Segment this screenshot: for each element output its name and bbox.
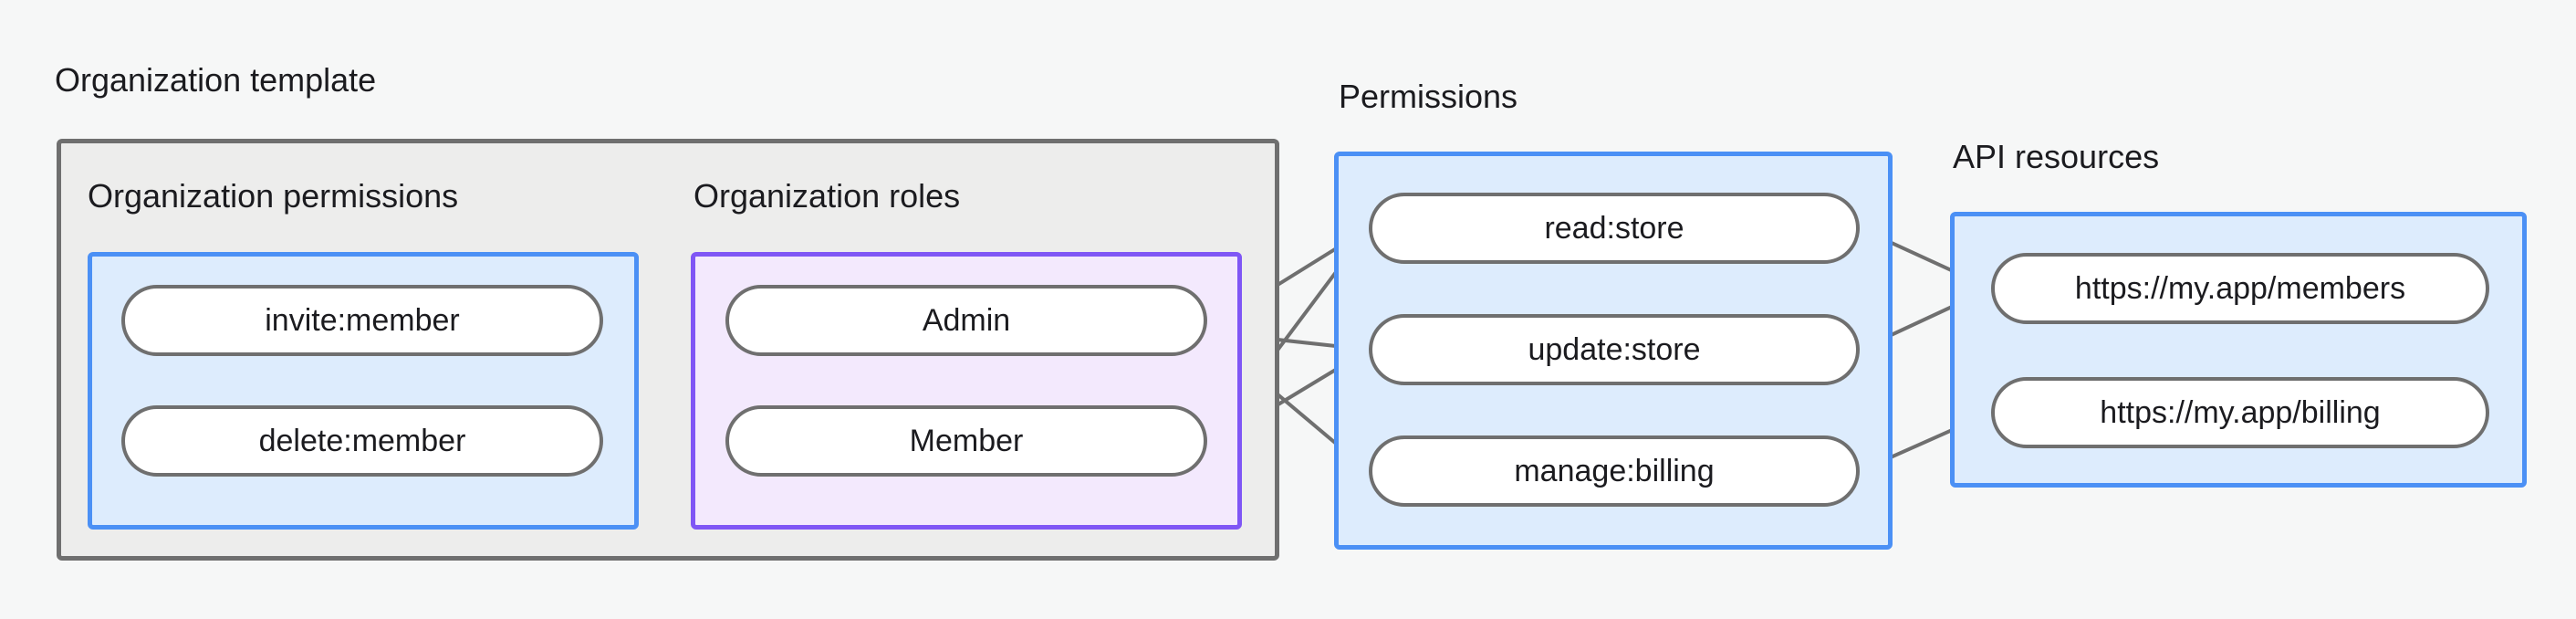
node-read-store[interactable]: read:store <box>1369 193 1860 264</box>
organization-permissions-label: Organization permissions <box>88 177 459 215</box>
node-delete-member[interactable]: delete:member <box>121 405 603 477</box>
node-api-resource-members[interactable]: https://my.app/members <box>1991 253 2489 324</box>
api-resources-label: API resources <box>1953 138 2160 175</box>
node-member[interactable]: Member <box>725 405 1207 477</box>
node-manage-billing[interactable]: manage:billing <box>1369 435 1860 507</box>
node-update-store[interactable]: update:store <box>1369 314 1860 385</box>
node-api-resource-billing[interactable]: https://my.app/billing <box>1991 377 2489 448</box>
permissions-label: Permissions <box>1339 78 1518 115</box>
organization-template-label: Organization template <box>55 61 377 99</box>
node-admin[interactable]: Admin <box>725 285 1207 356</box>
node-invite-member[interactable]: invite:member <box>121 285 603 356</box>
organization-roles-label: Organization roles <box>694 177 961 215</box>
